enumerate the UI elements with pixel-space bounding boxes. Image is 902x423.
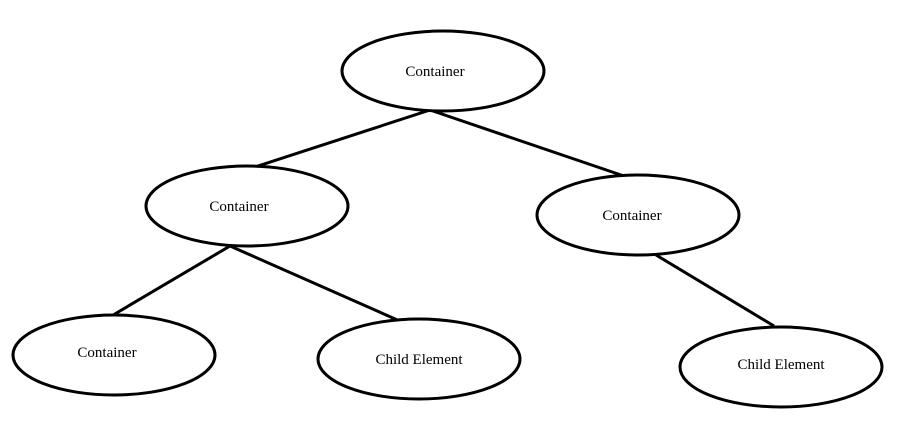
- node-left-left-ellipse: [11, 313, 217, 397]
- nodes-layer: Container Container Container Container …: [11, 29, 884, 409]
- node-right: Container: [535, 173, 741, 257]
- node-right-child-label: Child Element: [737, 357, 825, 373]
- node-left-label: Container: [209, 199, 268, 215]
- node-left-right-label: Child Element: [375, 352, 463, 368]
- node-right-label: Container: [602, 208, 661, 224]
- edge-root-to-right: [429, 108, 625, 178]
- edges-layer: [107, 108, 775, 328]
- node-left-right: Child Element: [316, 317, 522, 401]
- node-root-label: Container: [405, 64, 464, 80]
- node-root-ellipse: [340, 29, 546, 113]
- node-left-left: Container: [11, 313, 217, 397]
- node-left-right-ellipse: [316, 317, 522, 401]
- node-right-child-ellipse: [678, 325, 884, 409]
- node-root: Container: [340, 29, 546, 113]
- edge-right-to-right-child: [655, 253, 775, 328]
- edge-root-to-left: [251, 108, 431, 170]
- node-left-ellipse: [144, 164, 350, 248]
- edge-left-to-left-right: [229, 244, 403, 324]
- node-right-child: Child Element: [678, 325, 884, 409]
- node-left: Container: [144, 164, 350, 248]
- node-right-ellipse: [535, 173, 741, 257]
- edge-left-to-left-left: [107, 244, 231, 320]
- node-left-left-label: Container: [77, 345, 136, 361]
